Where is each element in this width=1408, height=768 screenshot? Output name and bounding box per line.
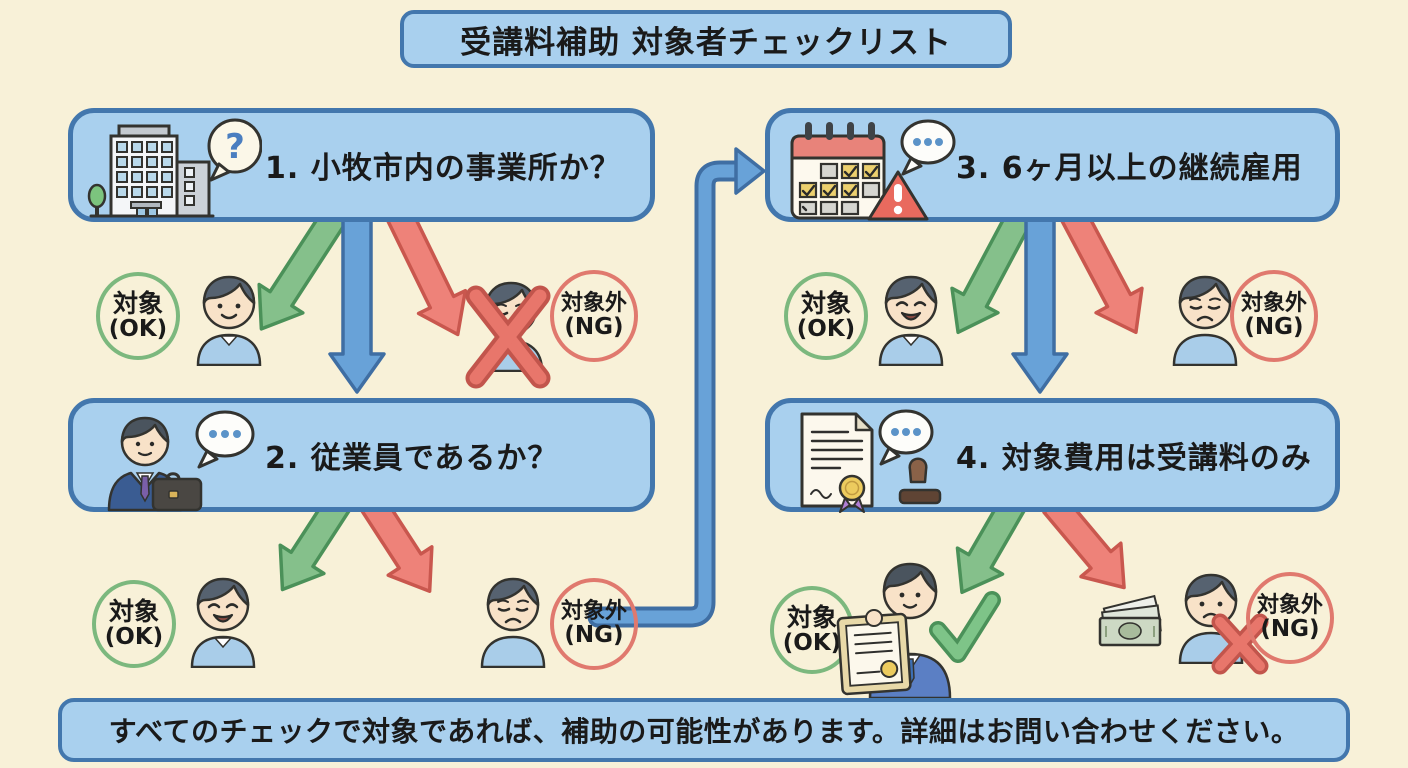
red-arrow-ng-1	[385, 206, 468, 337]
office-building-icon: ?	[87, 118, 262, 218]
step-label-1: 1. 小牧市内の事業所か？	[265, 151, 621, 186]
step-box-4: 4. 対象費用は受講料のみ	[765, 398, 1340, 513]
ok-badge-sublabel: (OK)	[796, 316, 856, 343]
dots-bubble-icon	[900, 119, 956, 176]
ok-badge-2: 対象 (OK)	[92, 580, 176, 668]
blue-arrow-next-1	[328, 212, 386, 394]
ok-badge-label: 対象	[108, 596, 159, 626]
dots-bubble-icon	[878, 409, 934, 466]
stamp-icon	[898, 457, 942, 505]
ok-badge-4: 対象 (OK)	[770, 586, 854, 674]
step-label-4: 4. 対象費用は受講料のみ	[956, 441, 1312, 476]
dots-bubble-icon	[195, 410, 255, 469]
businessman-certificate-icon	[836, 562, 952, 700]
businessman-briefcase-icon	[107, 410, 255, 512]
step-label-2: 2. 従業員であるか？	[265, 441, 559, 476]
ok-badge-1: 対象 (OK)	[96, 272, 180, 360]
ng-badge-label: 対象外	[1256, 593, 1323, 619]
green-checkmark-icon	[929, 591, 1001, 663]
ng-badge-sublabel: (NG)	[1244, 314, 1304, 341]
money-banknotes-icon	[1098, 594, 1162, 647]
ok-badge-label: 対象	[800, 288, 851, 318]
ok-badge-sublabel: (OK)	[108, 316, 168, 343]
ng-badge-3: 対象外 (NG)	[1230, 270, 1318, 362]
ok-badge-label: 対象	[786, 602, 837, 632]
ng-badge-sublabel: (NG)	[564, 622, 624, 649]
ok-badge-sublabel: (OK)	[782, 630, 842, 657]
laughing-person-icon	[866, 266, 956, 366]
sad-person-icon	[468, 568, 558, 668]
red-x-icon	[465, 285, 551, 389]
calendar-warning-icon	[790, 119, 956, 221]
step-box-2: 2. 従業員であるか？	[68, 398, 655, 512]
ok-badge-3: 対象 (OK)	[784, 272, 868, 360]
footer-text: すべてのチェックで対象であれば、補助の可能性があります。詳細はお問い合わせくださ…	[108, 715, 1300, 748]
ng-badge-2: 対象外 (NG)	[550, 578, 638, 670]
certificate-stamp-icon	[800, 409, 942, 513]
ng-badge-label: 対象外	[560, 291, 627, 317]
step-label-3: 3. 6ヶ月以上の継続雇用	[956, 151, 1303, 186]
ng-badge-sublabel: (NG)	[564, 314, 624, 341]
held-certificate	[836, 612, 912, 696]
question-bubble-icon: ?	[207, 118, 262, 182]
step-box-1: ? 1. 小牧市内の事業所か？	[68, 108, 655, 222]
green-arrow-ok-1	[257, 205, 349, 331]
green-arrow-ok-2	[278, 495, 351, 592]
laughing-person-icon	[178, 568, 268, 668]
red-arrow-ng-3	[1059, 206, 1144, 335]
svg-text:?: ?	[225, 127, 245, 167]
title-banner: 受講料補助 対象者チェックリスト	[400, 10, 1012, 68]
green-arrow-ok-4	[955, 495, 1027, 595]
blue-connector-step2-to-step3	[587, 147, 766, 628]
footer-banner: すべてのチェックで対象であれば、補助の可能性があります。詳細はお問い合わせくださ…	[58, 698, 1350, 762]
happy-person-icon	[184, 266, 274, 366]
blue-arrow-next-3	[1011, 212, 1069, 394]
ok-badge-label: 対象	[112, 288, 163, 318]
ng-badge-label: 対象外	[1240, 291, 1307, 317]
ng-badge-1: 対象外 (NG)	[550, 270, 638, 362]
ng-badge-sublabel: (NG)	[1260, 616, 1320, 643]
step-box-3: 3. 6ヶ月以上の継続雇用	[765, 108, 1340, 222]
ng-badge-4: 対象外 (NG)	[1246, 572, 1334, 664]
ok-badge-sublabel: (OK)	[104, 624, 164, 651]
page-title: 受講料補助 対象者チェックリスト	[460, 24, 952, 61]
ng-badge-label: 対象外	[560, 599, 627, 625]
warning-triangle-icon	[867, 170, 929, 221]
